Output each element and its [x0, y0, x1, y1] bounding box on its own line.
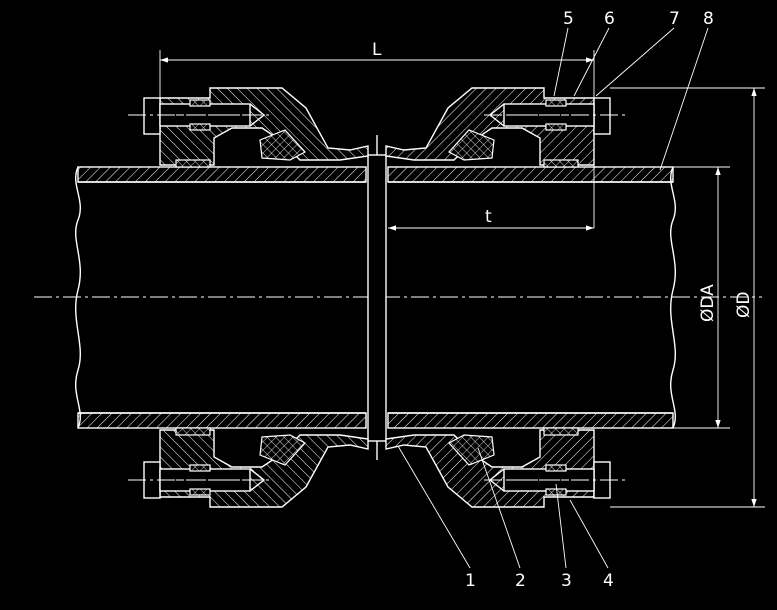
right-pipe: [387, 166, 677, 429]
bottom-left-bolt: [128, 461, 270, 499]
top-right-bolt: [484, 97, 626, 135]
top-left-grip-ring: [175, 159, 211, 168]
callout-3: 3: [561, 571, 572, 591]
callout-8: 8: [703, 9, 714, 29]
callout-5: 5: [563, 9, 574, 29]
dimension-DA: ØDA: [673, 166, 730, 429]
dimension-t-label: t: [485, 207, 492, 227]
callout-leaders: [397, 27, 709, 569]
bottom-right-bolt: [484, 461, 626, 499]
callout-6: 6: [604, 9, 615, 29]
center-stop-pin: [367, 135, 387, 460]
dimension-L-label: L: [372, 40, 382, 60]
dimension-D-label: ØD: [734, 292, 754, 318]
dimension-L: L: [159, 40, 595, 228]
callout-7: 7: [669, 9, 680, 29]
callout-1: 1: [465, 571, 476, 591]
callout-4: 4: [603, 571, 614, 591]
dimension-t: t: [388, 207, 594, 231]
top-right-grip-ring: [543, 159, 579, 168]
top-left-bolt: [128, 97, 270, 135]
left-pipe: [74, 166, 367, 429]
bottom-left-grip-ring: [175, 427, 211, 436]
callout-2: 2: [515, 571, 526, 591]
dimension-DA-label: ØDA: [698, 284, 718, 322]
bottom-right-grip-ring: [543, 427, 579, 436]
